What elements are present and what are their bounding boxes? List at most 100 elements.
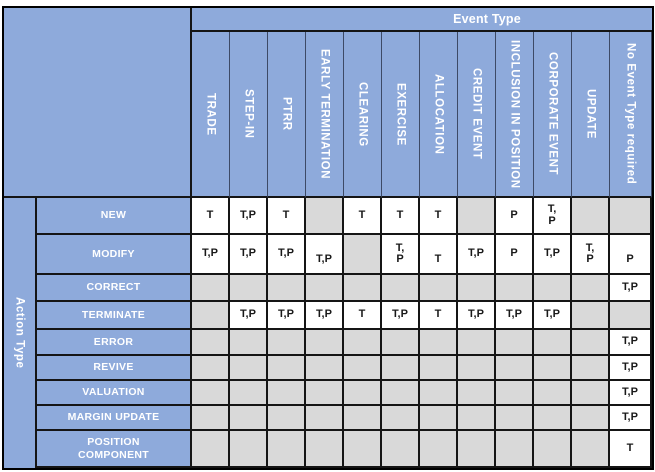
column-header-label: STEP-IN: [242, 89, 255, 139]
cell-modify-inclusion-in-position: P: [496, 235, 534, 275]
cell-new-step-in: T,P: [230, 198, 268, 235]
cell-valuation-no-event-type-required: T,P: [610, 381, 652, 406]
cell-position-component-credit-event: [458, 431, 496, 468]
cell-terminate-allocation: T: [420, 302, 458, 330]
cell-modify-ptrr: T,P: [268, 235, 306, 275]
cell-margin-update-step-in: [230, 406, 268, 431]
cell-error-early-termination: [306, 330, 344, 356]
cell-error-step-in: [230, 330, 268, 356]
cell-position-component-ptrr: [268, 431, 306, 468]
cell-valuation-trade: [192, 381, 230, 406]
cell-terminate-early-termination: T,P: [306, 302, 344, 330]
column-header-label: No Event Type required: [624, 43, 637, 185]
cell-new-ptrr: T: [268, 198, 306, 235]
cell-position-component-early-termination: [306, 431, 344, 468]
cell-terminate-inclusion-in-position: T,P: [496, 302, 534, 330]
cell-margin-update-clearing: [344, 406, 382, 431]
cell-new-clearing: T: [344, 198, 382, 235]
cell-modify-step-in: T,P: [230, 235, 268, 275]
cell-revive-exercise: [382, 356, 420, 381]
cell-position-component-update: [572, 431, 610, 468]
cell-error-allocation: [420, 330, 458, 356]
cell-modify-allocation: T: [420, 235, 458, 275]
column-header-label: PTRR: [280, 97, 293, 131]
cell-margin-update-ptrr: [268, 406, 306, 431]
cell-error-no-event-type-required: T,P: [610, 330, 652, 356]
column-header-allocation: ALLOCATION: [420, 32, 458, 198]
column-header-clearing: CLEARING: [344, 32, 382, 198]
cell-new-early-termination: [306, 198, 344, 235]
cell-revive-clearing: [344, 356, 382, 381]
column-header-update: UPDATE: [572, 32, 610, 198]
cell-modify-corporate-event: T,P: [534, 235, 572, 275]
cell-new-exercise: T: [382, 198, 420, 235]
cell-valuation-corporate-event: [534, 381, 572, 406]
column-header-ptrr: PTRR: [268, 32, 306, 198]
cell-position-component-no-event-type-required: T: [610, 431, 652, 468]
cell-position-component-inclusion-in-position: [496, 431, 534, 468]
cell-correct-early-termination: [306, 275, 344, 302]
row-header-correct: CORRECT: [37, 275, 192, 302]
column-header-early-termination: EARLY TERMINATION: [306, 32, 344, 198]
corner-cell: [4, 8, 192, 198]
cell-modify-trade: T,P: [192, 235, 230, 275]
cell-valuation-clearing: [344, 381, 382, 406]
cell-new-corporate-event: T, P: [534, 198, 572, 235]
cell-revive-credit-event: [458, 356, 496, 381]
cell-position-component-allocation: [420, 431, 458, 468]
cell-correct-no-event-type-required: T,P: [610, 275, 652, 302]
cell-new-trade: T: [192, 198, 230, 235]
row-header-error: ERROR: [37, 330, 192, 356]
row-header-modify: MODIFY: [37, 235, 192, 275]
cell-error-trade: [192, 330, 230, 356]
row-header-position-component: POSITION COMPONENT: [37, 431, 192, 468]
cell-revive-no-event-type-required: T,P: [610, 356, 652, 381]
row-header-valuation: VALUATION: [37, 381, 192, 406]
cell-revive-step-in: [230, 356, 268, 381]
column-header-label: INCLUSION IN POSITION: [508, 39, 521, 189]
cell-new-credit-event: [458, 198, 496, 235]
cell-valuation-step-in: [230, 381, 268, 406]
cell-terminate-step-in: T,P: [230, 302, 268, 330]
cell-terminate-credit-event: T,P: [458, 302, 496, 330]
action-type-header: Action Type: [4, 198, 37, 468]
column-header-exercise: EXERCISE: [382, 32, 420, 198]
event-type-banner: Event Type: [192, 8, 652, 32]
column-header-label: EXERCISE: [394, 82, 407, 146]
cell-valuation-credit-event: [458, 381, 496, 406]
cell-position-component-corporate-event: [534, 431, 572, 468]
cell-margin-update-exercise: [382, 406, 420, 431]
cell-valuation-exercise: [382, 381, 420, 406]
row-header-terminate: TERMINATE: [37, 302, 192, 330]
cell-new-update: [572, 198, 610, 235]
cell-position-component-clearing: [344, 431, 382, 468]
cell-revive-ptrr: [268, 356, 306, 381]
cell-terminate-exercise: T,P: [382, 302, 420, 330]
row-header-revive: REVIVE: [37, 356, 192, 381]
cell-margin-update-early-termination: [306, 406, 344, 431]
cell-error-exercise: [382, 330, 420, 356]
cell-terminate-trade: [192, 302, 230, 330]
cell-position-component-exercise: [382, 431, 420, 468]
row-header-margin-update: MARGIN UPDATE: [37, 406, 192, 431]
cell-position-component-step-in: [230, 431, 268, 468]
cell-modify-update: T, P: [572, 235, 610, 275]
cell-terminate-no-event-type-required: [610, 302, 652, 330]
column-header-label: EARLY TERMINATION: [318, 48, 331, 180]
cell-correct-clearing: [344, 275, 382, 302]
column-header-corporate-event: CORPORATE EVENT: [534, 32, 572, 198]
column-header-credit-event: CREDIT EVENT: [458, 32, 496, 198]
cell-correct-allocation: [420, 275, 458, 302]
cell-error-clearing: [344, 330, 382, 356]
column-header-label: CLEARING: [356, 81, 369, 147]
cell-correct-exercise: [382, 275, 420, 302]
cell-revive-early-termination: [306, 356, 344, 381]
cell-error-ptrr: [268, 330, 306, 356]
cell-revive-trade: [192, 356, 230, 381]
cell-margin-update-no-event-type-required: T,P: [610, 406, 652, 431]
cell-terminate-ptrr: T,P: [268, 302, 306, 330]
cell-modify-exercise: T, P: [382, 235, 420, 275]
cell-correct-step-in: [230, 275, 268, 302]
cell-margin-update-allocation: [420, 406, 458, 431]
